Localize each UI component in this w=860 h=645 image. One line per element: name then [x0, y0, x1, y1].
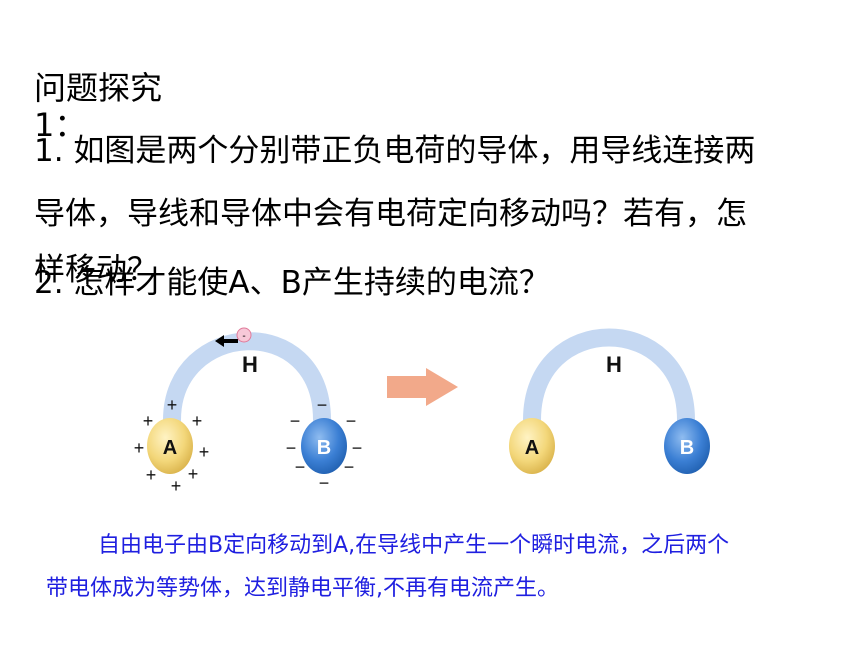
electron-sign: -	[242, 331, 245, 342]
svg-text:+: +	[192, 411, 203, 431]
label-b-left: B	[317, 437, 331, 459]
transition-arrow-icon	[387, 368, 458, 406]
svg-text:+: +	[188, 464, 199, 484]
svg-text:+: +	[167, 395, 178, 415]
sphere-b-right	[664, 418, 710, 474]
minus-charges: − − − − − − − −	[286, 395, 363, 493]
electron-icon	[236, 327, 252, 343]
label-h-left: H	[242, 352, 258, 377]
svg-text:−: −	[290, 411, 301, 431]
svg-text:+: +	[199, 442, 210, 462]
sphere-a-right	[509, 418, 555, 474]
svg-text:−: −	[352, 438, 363, 458]
page-title: 问题探究	[34, 69, 163, 107]
svg-text:−: −	[317, 395, 328, 415]
label-a-left: A	[163, 437, 177, 459]
svg-text:+: +	[146, 465, 157, 485]
svg-text:−: −	[344, 457, 355, 477]
page-title-number: 1：	[34, 106, 87, 144]
label-b-right: B	[680, 437, 694, 459]
label-h-right: H	[606, 352, 622, 377]
question-1-line-1: 1. 如图是两个分别带正负电荷的导体，用导线连接两	[34, 133, 756, 169]
svg-text:−: −	[346, 411, 357, 431]
svg-text:+: +	[134, 438, 145, 458]
electron-arrow-icon	[215, 335, 238, 347]
answer-line-2: 带电体成为等势体，达到静电平衡,不再有电流产生。	[46, 576, 559, 601]
plus-charges: + + + + + + + +	[134, 395, 210, 496]
question-2: 2. 怎样才能使A、B产生持续的电流？	[34, 265, 550, 301]
svg-text:+: +	[171, 476, 182, 496]
sphere-a-left	[147, 418, 193, 474]
svg-text:+: +	[143, 411, 154, 431]
sphere-b-left	[301, 418, 347, 474]
question-1-line-3: 样移动？	[34, 252, 158, 288]
label-a-right: A	[525, 437, 539, 459]
right-wire	[523, 328, 695, 429]
svg-text:−: −	[295, 457, 306, 477]
question-1-line-2: 导体，导线和导体中会有电荷定向移动吗？若有，怎	[34, 196, 747, 232]
svg-text:−: −	[319, 473, 330, 493]
svg-text:−: −	[286, 438, 297, 458]
answer-line-1: 自由电子由B定向移动到A,在导线中产生一个瞬时电流，之后两个	[98, 533, 730, 558]
